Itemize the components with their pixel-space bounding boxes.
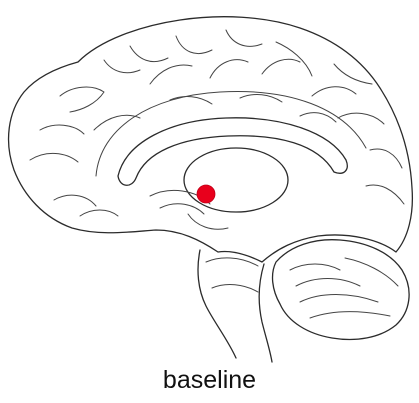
cerebrum-outline (9, 17, 413, 262)
cortical-sulci (30, 30, 404, 216)
corpus-callosum (118, 118, 347, 185)
cerebellum-folia (290, 258, 398, 318)
brainstem-outline (198, 250, 272, 362)
brain-sagittal-illustration (0, 0, 419, 365)
cingulate-sulcus (96, 91, 366, 176)
brainstem-pons (206, 258, 258, 292)
thalamus (184, 148, 288, 212)
cerebellum-outline (273, 240, 410, 340)
figure-caption: baseline (0, 364, 419, 396)
highlighted-region (197, 185, 215, 203)
